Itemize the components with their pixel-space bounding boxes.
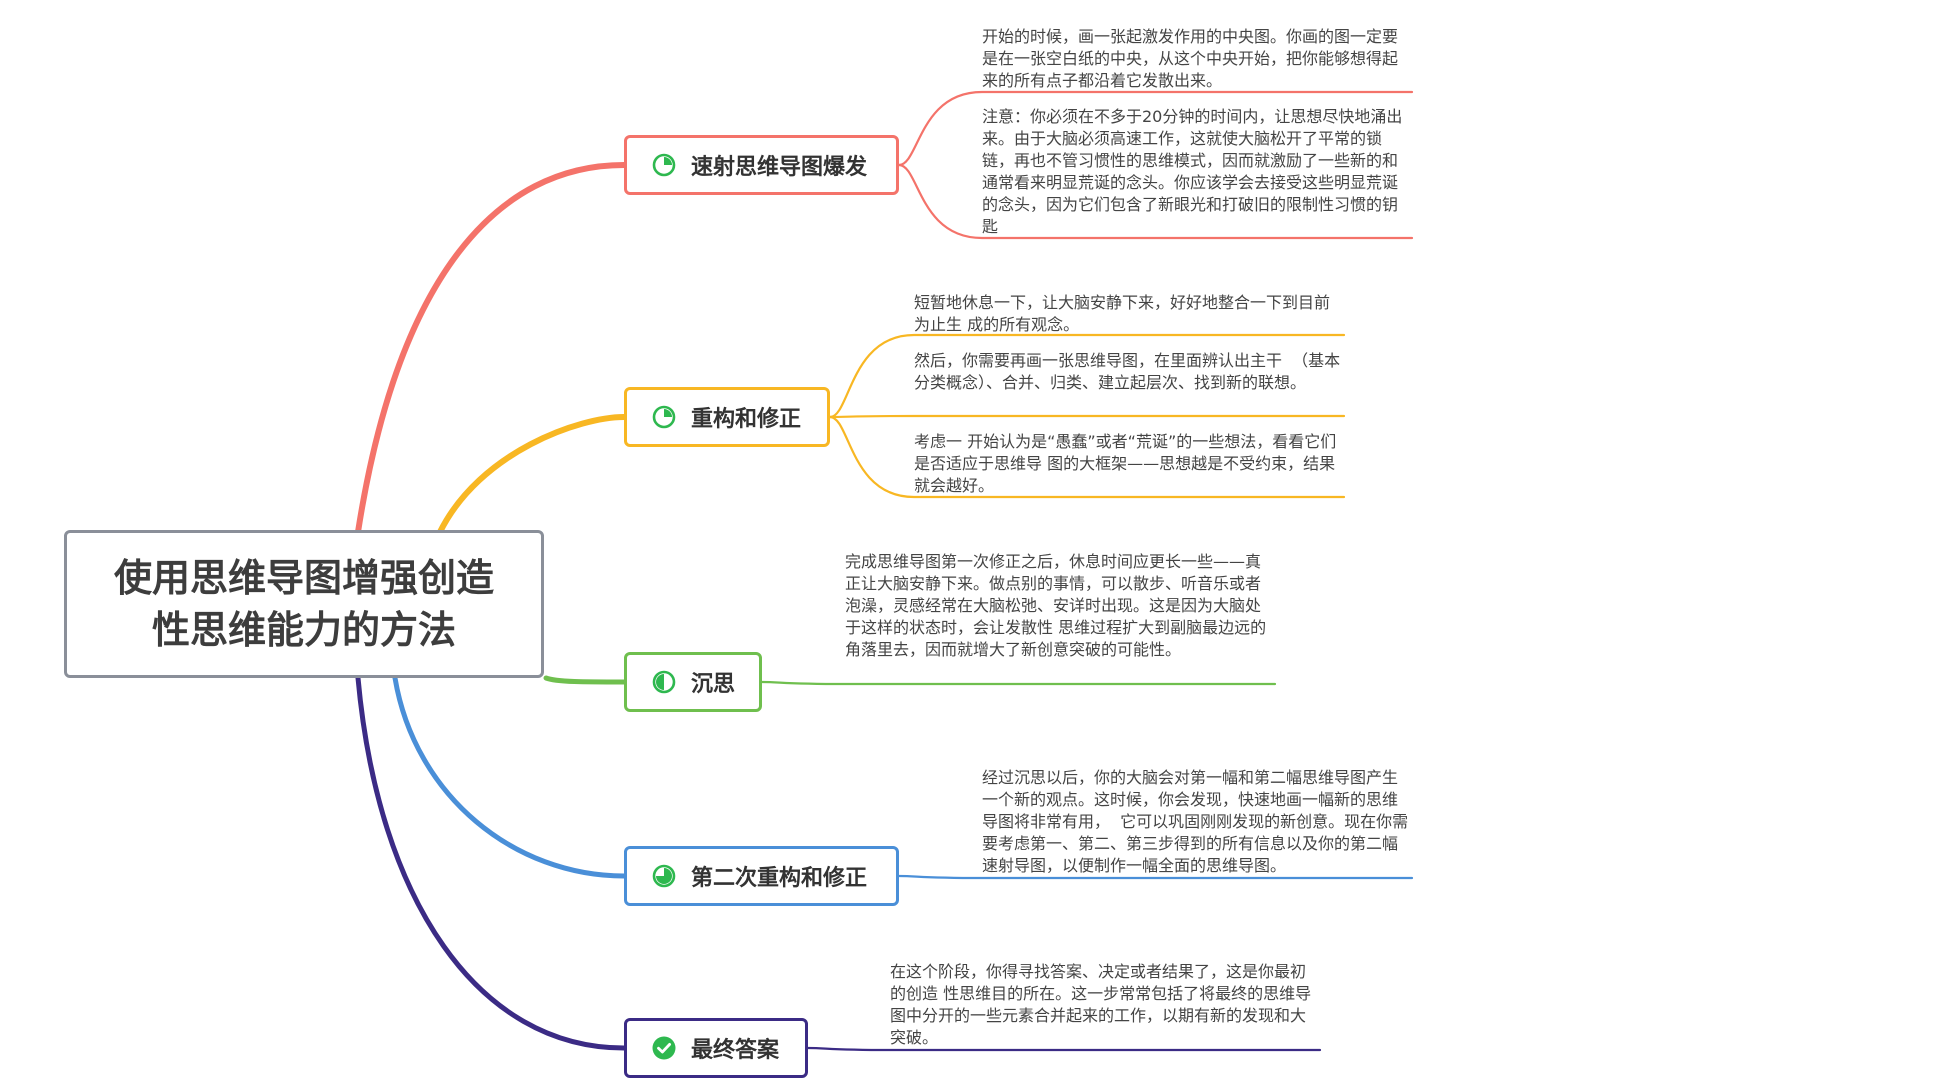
progress-quarter-icon <box>652 405 676 429</box>
note-text: 经过沉思以后，你的大脑会对第一幅和第二幅思维导图产生一个新的观点。这时候，你会发… <box>982 768 1409 875</box>
branch-topic-title: 最终答案 <box>691 1038 780 1063</box>
branch-topic-restructure[interactable]: 重构和修正 <box>624 387 830 447</box>
note-connector <box>828 415 1346 499</box>
note-connector <box>828 333 1346 419</box>
progress-three-quarter-icon <box>652 864 676 888</box>
branch-connector <box>543 675 627 685</box>
branch-topic-rapid-burst[interactable]: 速射思维导图爆发 <box>624 135 899 195</box>
note-connector <box>897 90 1414 167</box>
branch-topic-second-restructure[interactable]: 第二次重构和修正 <box>624 846 899 906</box>
note-connector <box>760 680 1277 686</box>
branch-connector <box>437 414 627 535</box>
note-text: 开始的时候，画一张起激发作用的中央图。你画的图一定要是在一张空白纸的中央，从这个… <box>982 27 1399 90</box>
branch-topic-title: 第二次重构和修正 <box>691 866 868 891</box>
branch-topic-title: 重构和修正 <box>691 407 802 432</box>
progress-half-icon <box>652 670 676 694</box>
branch-connector <box>355 162 627 535</box>
note-connector <box>828 414 1346 419</box>
progress-quarter-icon <box>652 153 676 177</box>
branch-topic-incubation[interactable]: 沉思 <box>624 652 762 712</box>
note-connector <box>897 163 1414 240</box>
branch-topic-title: 速射思维导图爆发 <box>691 155 868 180</box>
check-circle-icon <box>652 1036 676 1060</box>
branch-topic-final-answer[interactable]: 最终答案 <box>624 1018 808 1078</box>
branch-connector <box>392 675 627 879</box>
branch-topic-title: 沉思 <box>691 672 736 697</box>
note-connector <box>897 874 1414 880</box>
root-topic[interactable]: 使用思维导图增强创造性思维能力的方法 <box>64 530 544 678</box>
note-connector <box>806 1046 1322 1052</box>
note-text: 在这个阶段，你得寻找答案、决定或者结果了，这是你最初的创造 性思维目的所在。这一… <box>890 962 1312 1047</box>
note-text: 考虑一 开始认为是“愚蠢”或者“荒诞”的一些想法，看看它们是否适应于思维导 图的… <box>914 432 1337 495</box>
note-text: 短暂地休息一下，让大脑安静下来，好好地整合一下到目前为止生 成的所有观念。 <box>914 293 1331 334</box>
root-topic-title: 使用思维导图增强创造性思维能力的方法 <box>113 556 494 652</box>
note-text: 然后，你需要再画一张思维导图，在里面辨认出主干 （基本分类概念）、合并、归类、建… <box>914 351 1341 392</box>
branch-connector <box>355 675 627 1051</box>
note-text: 完成思维导图第一次修正之后，休息时间应更长一些——真正让大脑安静下来。做点别的事… <box>845 552 1267 659</box>
note-text: 注意：你必须在不多于20分钟的时间内，让思想尽快地涌出 来。由于大脑必须高速工作… <box>982 107 1408 236</box>
